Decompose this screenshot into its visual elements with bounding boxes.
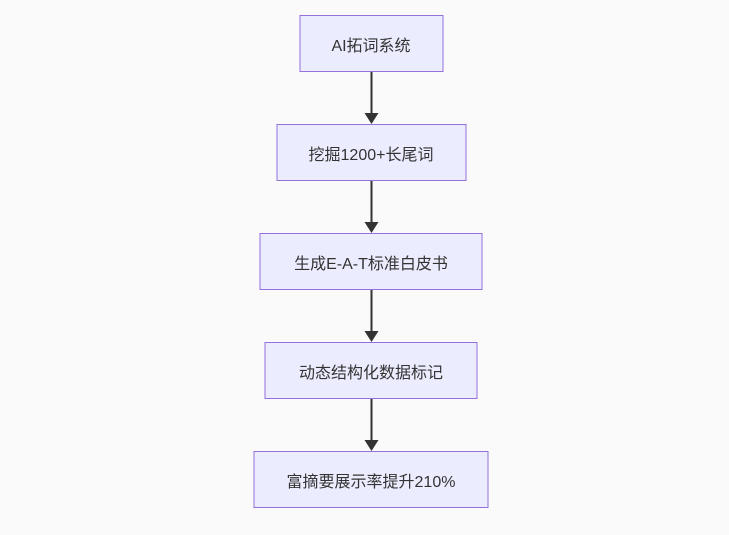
flowchart-node-eat-whitepaper: 生成E-A-T标准白皮书 [259,233,483,290]
arrowhead-icon [364,440,378,451]
flowchart-node-structured-data: 动态结构化数据标记 [264,342,478,399]
arrow-line [370,181,372,222]
node-label: 动态结构化数据标记 [298,364,443,382]
arrow-line [370,290,372,331]
arrow-connector [364,290,378,342]
arrow-line [370,399,372,440]
node-label: AI拓词系统 [331,37,411,55]
arrow-connector [364,399,378,451]
flowchart-node-longtail-keywords: 挖掘1200+长尾词 [276,124,466,181]
flowchart-node-rich-snippet-rate: 富摘要展示率提升210% [253,451,489,508]
arrowhead-icon [364,222,378,233]
arrowhead-icon [364,331,378,342]
arrow-connector [364,181,378,233]
node-label: 生成E-A-T标准白皮书 [294,255,448,273]
arrow-connector [364,72,378,124]
arrowhead-icon [364,113,378,124]
arrow-line [370,72,372,113]
node-label: 富摘要展示率提升210% [286,473,456,491]
flowchart-node-ai-system: AI拓词系统 [299,15,443,72]
node-label: 挖掘1200+长尾词 [308,146,434,164]
flowchart: AI拓词系统 挖掘1200+长尾词 生成E-A-T标准白皮书 动态结构化数据标记… [253,15,489,508]
